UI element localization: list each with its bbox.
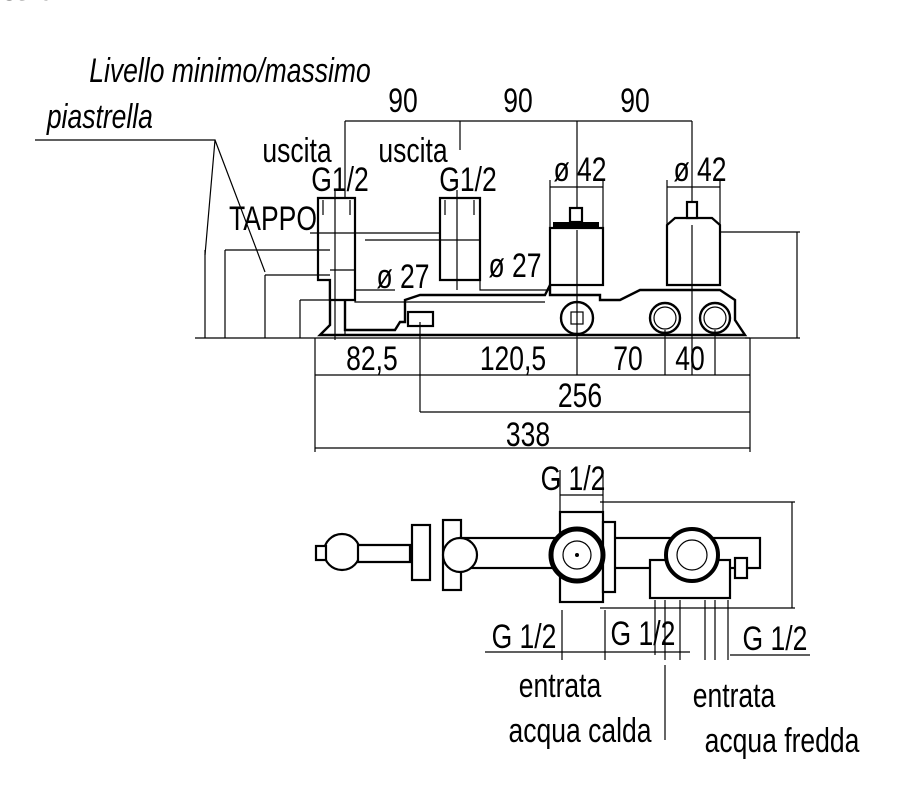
hot-valve-center [575,553,579,557]
dim-120-5: 120,5 [480,340,546,378]
dia-42-a: ø 42 [553,151,606,189]
dim-86-label: 86 [0,0,19,8]
dim-15-label: 15 [0,0,19,8]
hot-inlet-label: entrata [519,667,602,705]
cold-tab [733,556,749,580]
flange [410,523,432,582]
dim-90-c: 90 [620,82,650,120]
handle-knob [322,532,362,572]
hot-connection [559,300,595,336]
top-thread-label: G 1/2 [541,460,606,498]
cold-connection-1-inner [653,306,677,330]
diverter [441,536,479,574]
cartridge-hot-stem [568,206,584,224]
dia-27-b: ø 27 [488,247,541,285]
cartridge-hot-cap [553,222,599,227]
min-51-label: min 51 [0,0,51,8]
cold-inlet-label: entrata [693,677,776,715]
top-view-dims [485,470,810,740]
hot-inlet-label-2: acqua calda [509,712,652,750]
dim-70: 70 [613,340,643,378]
cartridge-cold [665,216,722,287]
outlet-thread-2: G1/2 [439,161,496,199]
thread-mid-label: G 1/2 [611,615,676,653]
thread-cold-label: G 1/2 [743,620,808,658]
outlet-label-1: uscita [262,132,331,170]
tile-level-label: Livello minimo/massimo [89,52,370,90]
tile-level-label-2: piastrella [46,98,153,136]
dim-338: 338 [506,416,550,454]
dim-40: 40 [675,340,705,378]
dia-27-a: ø 27 [376,258,429,296]
cold-valve-inner [676,539,708,571]
labels: Livello minimo/massimo piastrella 90 90 … [0,0,859,760]
dim-256: 256 [558,377,602,415]
dim-84-label: 84 [0,0,19,8]
handle-rod [356,543,412,564]
dim-line-84 [576,225,800,375]
dim-82-5: 82,5 [346,340,398,378]
cold-valve-top [664,527,720,583]
dim-90-a: 90 [388,82,418,120]
outlet-2-detail [310,190,480,290]
outlet-thread-1: G1/2 [311,161,368,199]
outlet-label-2: uscita [378,132,447,170]
dia-42-b: ø 42 [673,151,726,189]
dim-line-42 [549,180,721,230]
cold-connection-2-inner [703,306,727,330]
thread-hot-label: G 1/2 [492,618,557,656]
dim-line-left [195,249,750,339]
hot-valve-inner [562,540,592,570]
cap-label: TAPPO [229,200,317,238]
cold-inlet-label-2: acqua fredda [705,722,860,760]
pipe [354,270,550,303]
hot-connection-square [570,311,584,325]
dim-90-b: 90 [503,82,533,120]
max-70-label: max 70 [0,0,56,8]
cartridge-cold-stem [685,200,699,220]
outlet-1-detail [322,190,355,340]
front-view [35,120,800,452]
handle-tab [314,544,328,562]
top-view [314,470,810,740]
dim-line-bottom [314,322,751,452]
